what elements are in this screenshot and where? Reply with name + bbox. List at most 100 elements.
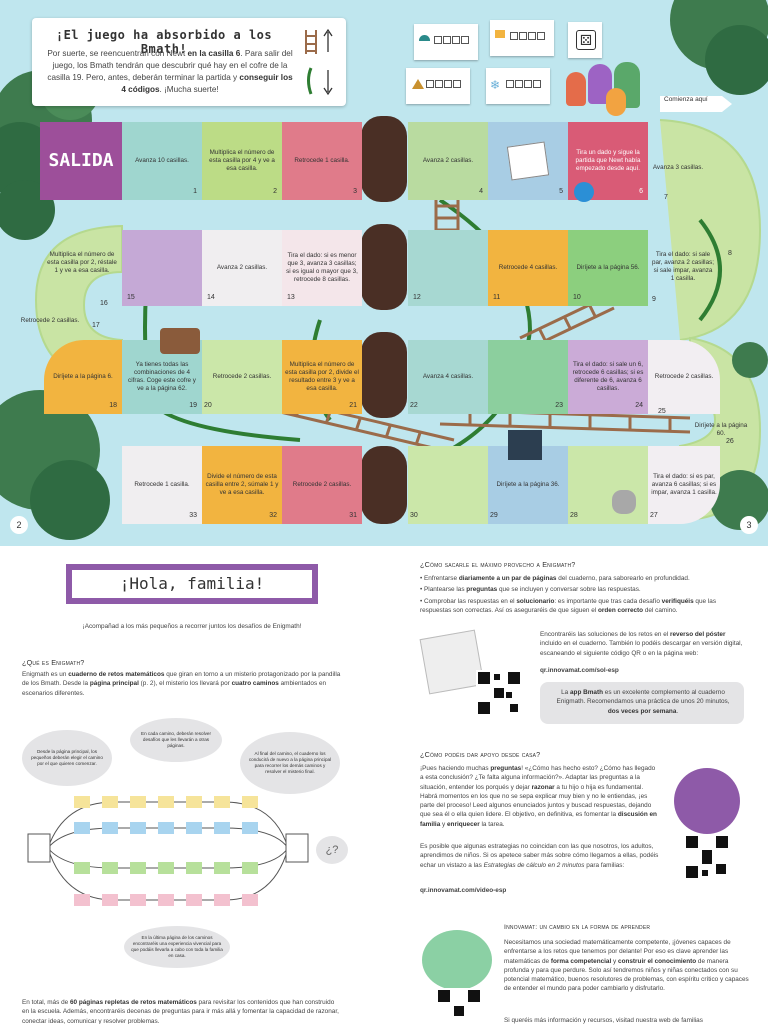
- cell-18-text: Diríjete a la página 6.: [53, 372, 113, 380]
- blue-ball-icon: [574, 182, 594, 202]
- cell-23: 23: [488, 340, 568, 414]
- cell-14-number: 14: [207, 293, 215, 301]
- page-number-right: 3: [740, 516, 758, 534]
- cell-14-text: Avanza 2 casillas.: [216, 263, 268, 271]
- tree-bottom-left: [0, 390, 110, 540]
- cell-32-text: Divide el número de esta casilla entre 2…: [205, 472, 279, 497]
- cell-32: Divide el número de esta casilla entre 2…: [202, 446, 282, 524]
- dice-icon: ⚄: [576, 30, 596, 50]
- tip-check: • Comprobar las respuestas en el solucio…: [420, 597, 717, 614]
- cell-4-text: Avanza 2 casillas.: [422, 156, 474, 164]
- trunk-3: [361, 332, 407, 418]
- cell-26-number: 26: [726, 438, 734, 445]
- cell-10-number: 10: [573, 293, 581, 301]
- cell-13-text: Tira el dado: si es menor que 3, avanza …: [286, 251, 358, 284]
- path-diagram: [27, 796, 309, 906]
- cell-31-number: 31: [349, 511, 357, 519]
- family-guide: ¡Hola, familia! ¡Acompañad a los más peq…: [0, 546, 768, 1024]
- code-card-snowflake: ❄: [486, 68, 550, 104]
- support-text: ¡Pues haciendo muchas preguntas! «¿Cómo …: [420, 765, 657, 828]
- cell-7: Avanza 3 casillas.: [648, 138, 708, 198]
- final-page-icon: [285, 833, 309, 863]
- cell-7-text: Avanza 3 casillas.: [652, 163, 704, 171]
- cell-21-number: 21: [349, 401, 357, 409]
- qr-innovamat[interactable]: [436, 988, 482, 1024]
- section-innovamat: Innovamat: un cambio en la forma de apre…: [504, 924, 651, 931]
- kids-illustration: [422, 930, 492, 990]
- pyramid-icon: [412, 79, 424, 89]
- cell-24-number: 24: [635, 401, 643, 409]
- cell-33: Retrocede 1 casilla.33: [122, 446, 202, 524]
- cell-9-number: 9: [652, 296, 656, 303]
- cell-start: SALIDA: [40, 122, 122, 200]
- rock-icon: [612, 490, 636, 514]
- app-info-text: La app Bmath es un excelente complemento…: [556, 689, 730, 715]
- dice-card: ⚄: [568, 22, 602, 58]
- board-title: ¡El juego ha absorbido a los Bmath!: [55, 28, 273, 56]
- total-pages-text: En total, más de 60 páginas repletas de …: [22, 999, 339, 1024]
- cell-24-text: Tira el dado: si sale un 6, retrocede 6 …: [572, 360, 644, 393]
- board-intro: Por suerte, se reencuentran con Newt en …: [47, 49, 293, 94]
- banner-subtitle: ¡Acompañad a los más pequeños a recorrer…: [82, 623, 302, 630]
- calendar-icon: [506, 141, 550, 181]
- cell-5: 5: [488, 122, 568, 200]
- bmath-characters: [566, 62, 656, 120]
- innovamat-more: Si queréis más información y recursos, v…: [504, 1017, 703, 1024]
- cell-23-number: 23: [555, 401, 563, 409]
- solutions-url[interactable]: qr.innovamat.com/sol-esp: [540, 667, 619, 674]
- innovamat-text: Necesitamos una sociedad matemáticamente…: [504, 939, 749, 993]
- cell-4: Avanza 2 casillas.4: [408, 122, 488, 200]
- cell-17: Retrocede 2 casillas.: [10, 306, 90, 336]
- cell-31: Retrocede 2 casillas.31: [282, 446, 362, 524]
- cell-10-text: Diríjete a la página 56.: [576, 263, 640, 271]
- character-1: [566, 72, 586, 106]
- code-card-mushroom: [414, 24, 478, 60]
- tree-top-right: [670, 0, 768, 95]
- cell-2-text: Multiplica el número de esta casilla por…: [209, 148, 275, 173]
- cell-8-number: 8: [728, 250, 732, 257]
- cell-1-text: Avanza 10 casillas.: [135, 156, 189, 164]
- trunk-2: [361, 224, 407, 310]
- game-board: ¡El juego ha absorbido a los Bmath! Por …: [0, 0, 768, 546]
- bubble-experience: En la última página de los caminos encon…: [124, 926, 230, 968]
- cell-20-number: 20: [204, 401, 212, 409]
- tree-mid-right: [732, 342, 768, 378]
- solutions-sheet-icon: [419, 629, 485, 695]
- diagram-row-yellow: [74, 796, 258, 808]
- cell-3: Retrocede 1 casilla.3: [282, 122, 362, 200]
- banner-title: ¡Hola, familia!: [72, 570, 312, 598]
- cell-25-number: 25: [658, 407, 666, 415]
- cell-11-text: Retrocede 4 casillas.: [498, 263, 558, 271]
- diagram-row-pink: [74, 894, 258, 906]
- banner: ¡Hola, familia!: [66, 564, 318, 604]
- cell-25: Retrocede 2 casillas.25: [648, 340, 720, 415]
- cell-30-number: 30: [410, 511, 418, 519]
- cell-19-text: Ya tienes todas las combinaciones de 4 c…: [128, 360, 196, 393]
- cell-29-text: Diríjete a la página 36.: [496, 480, 560, 488]
- cell-9-text: Tira el dado: si sale par, avanza 2 casi…: [652, 250, 714, 283]
- diagram-row-blue: [74, 822, 258, 834]
- cell-15-number: 15: [127, 293, 135, 301]
- qr-solutions[interactable]: [476, 670, 522, 716]
- bubble-challenges: En cada camino, deberán resolver desafío…: [130, 718, 222, 762]
- tip-questions: • Plantearse las preguntas que se incluy…: [420, 586, 641, 594]
- cell-5-number: 5: [559, 187, 563, 195]
- cell-12-number: 12: [413, 293, 421, 301]
- cell-14: Avanza 2 casillas. 14: [202, 230, 282, 306]
- section-what-is: ¿Qué es Enigmath?: [22, 658, 85, 667]
- cell-24: Tira el dado: si sale un 6, retrocede 6 …: [568, 340, 648, 414]
- start-here-label: Comienza aquí: [664, 96, 708, 103]
- cell-26-text: Diríjete a la página 60.: [694, 421, 748, 437]
- snowflake-icon: ❄: [490, 78, 501, 92]
- cell-27-text: Tira el dado: si es par, avanza 6 casill…: [651, 472, 717, 497]
- code-card-pyramid: [406, 68, 470, 104]
- qr-video[interactable]: [684, 834, 730, 880]
- cell-33-number: 33: [189, 511, 197, 519]
- page-number-left: 2: [10, 516, 28, 534]
- trunk-1: [361, 116, 407, 202]
- mystery-bubble: ¿?: [316, 836, 348, 864]
- cell-27: Tira el dado: si es par, avanza 6 casill…: [648, 446, 720, 524]
- cell-22-text: Avanza 4 casillas.: [422, 372, 474, 380]
- board-intro-box: ¡El juego ha absorbido a los Bmath! Por …: [32, 18, 346, 106]
- video-url[interactable]: qr.innovamat.com/video-esp: [420, 887, 507, 894]
